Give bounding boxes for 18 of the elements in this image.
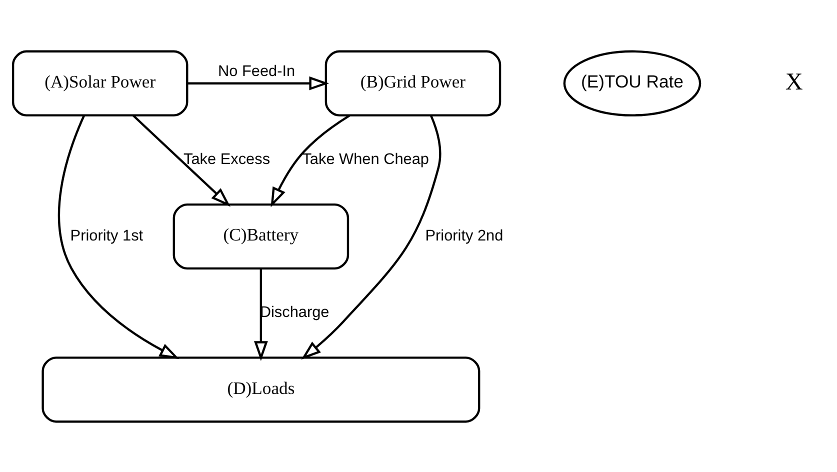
node-box: (D)Loads [42, 356, 480, 422]
node-box: (A)Solar Power [12, 50, 188, 116]
edge-label: Take When Cheap [302, 150, 429, 168]
node-box: (C)Battery [172, 202, 350, 270]
arrow [58, 114, 180, 359]
edge-label: Take Excess [184, 150, 270, 168]
node-ellipse: (E)TOU Rate [563, 50, 702, 116]
node-box: (B)Grid Power [324, 50, 502, 116]
arrow [132, 114, 230, 206]
arrow [254, 268, 268, 360]
edge-label: No Feed-In [218, 62, 296, 80]
edge-label: Priority 2nd [425, 227, 504, 244]
edge-label: Discharge [260, 304, 330, 321]
label: X [785, 68, 803, 96]
edge-label: Priority 1st [70, 227, 144, 244]
arrow [301, 114, 442, 360]
arrow [270, 114, 350, 207]
arrow [187, 76, 330, 90]
